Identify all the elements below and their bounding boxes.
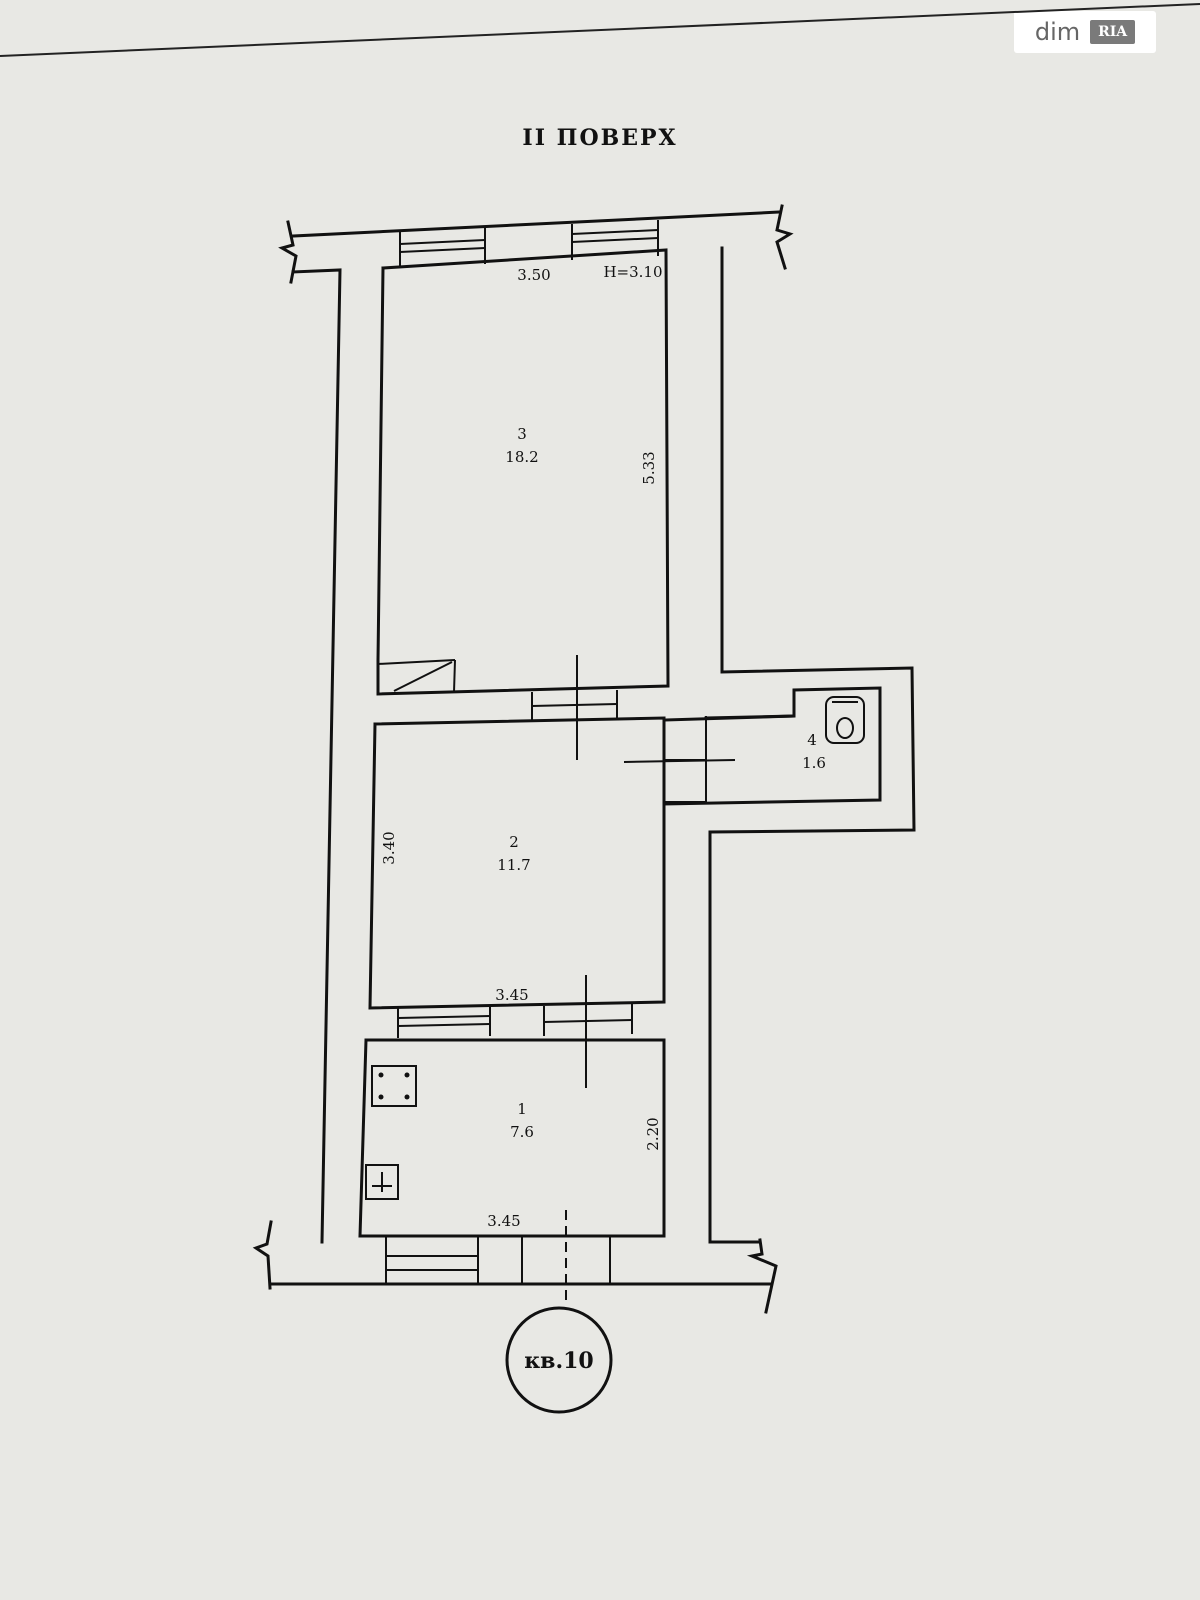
left-outer-wall xyxy=(291,268,342,1244)
right-outer-wall-upper xyxy=(708,246,916,1244)
room-1-length-dimension: 2.20 xyxy=(644,1117,662,1150)
room-3-area: 18.2 xyxy=(505,448,538,466)
room-3-number: 3 xyxy=(517,425,527,443)
watermark-text: dim xyxy=(1034,18,1081,46)
room-1-outline xyxy=(358,1038,666,1238)
door-room3-room2 xyxy=(531,655,618,760)
window-room2-room1 xyxy=(397,975,633,1088)
room-1-number: 1 xyxy=(517,1100,527,1118)
bottom-exterior-wall xyxy=(252,1210,778,1314)
floor-title: II ПОВЕРХ xyxy=(522,125,677,151)
toilet-icon xyxy=(825,696,865,744)
ria-logo: RIA xyxy=(1090,20,1136,44)
top-exterior-wall xyxy=(278,204,794,284)
room-1-width-dimension: 3.45 xyxy=(487,1212,520,1230)
room-4-number: 4 xyxy=(807,731,817,749)
left-outer-wall-inner xyxy=(376,266,385,662)
room-3-width-dimension: 3.50 xyxy=(517,266,550,284)
room-4-area: 1.6 xyxy=(802,754,826,772)
room-3-outline xyxy=(376,248,670,696)
ceiling-height-dimension: H=3.10 xyxy=(603,263,662,281)
room-3-length-dimension: 5.33 xyxy=(640,451,658,484)
dim-ria-watermark: dim RIA xyxy=(1014,11,1156,53)
room-2-area: 11.7 xyxy=(497,856,530,874)
apartment-circle xyxy=(505,1306,613,1414)
room-2-width-dimension: 3.45 xyxy=(495,986,528,1004)
room-2-length-dimension: 3.40 xyxy=(380,831,398,864)
door-room2-room4 xyxy=(623,716,736,803)
room-4-outline xyxy=(662,686,882,806)
stove-icon xyxy=(371,1065,417,1107)
sink-icon xyxy=(365,1164,399,1200)
room-1-area: 7.6 xyxy=(510,1123,534,1141)
apartment-label: кв.10 xyxy=(524,1348,593,1374)
room-2-number: 2 xyxy=(509,833,519,851)
paper-edge xyxy=(0,3,1200,57)
